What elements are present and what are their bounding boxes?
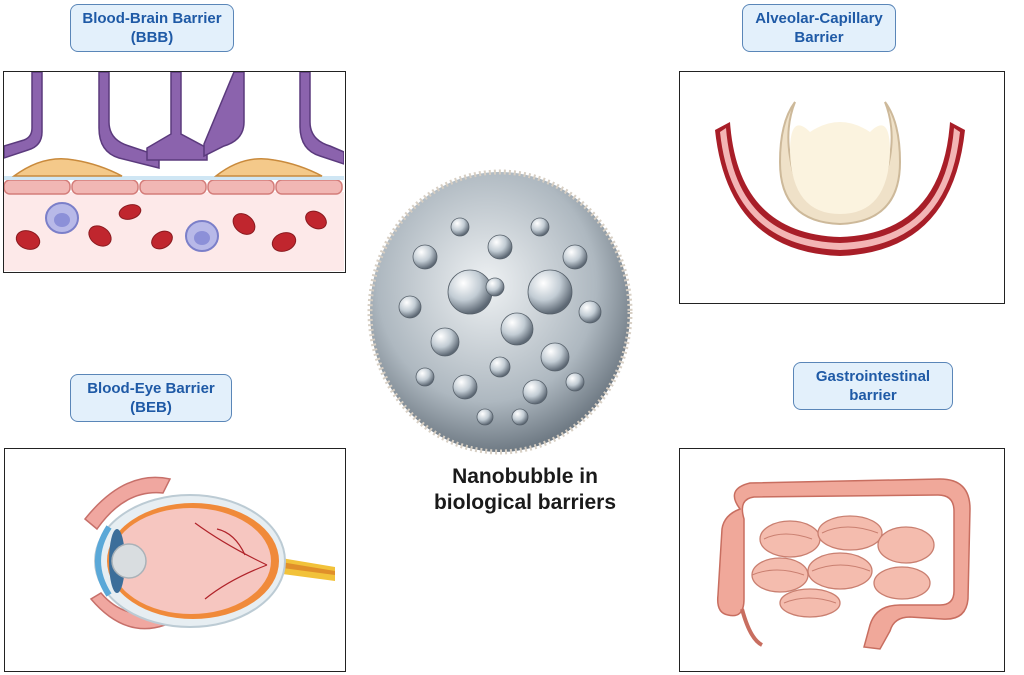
cornea [95, 525, 112, 597]
nanobubble-sphere [367, 169, 633, 455]
inner-bubble [485, 277, 505, 297]
inner-bubble [415, 367, 435, 387]
small-intestine [751, 515, 935, 618]
label-alveolar-capillary-barrier: Alveolar-Capillary Barrier [742, 4, 896, 52]
lens [111, 543, 147, 579]
inner-bubble [430, 327, 460, 357]
inner-bubble [452, 374, 478, 400]
panel-blood-eye-barrier [4, 448, 346, 672]
inner-bubble [511, 408, 529, 426]
bbb-illustration [4, 72, 344, 271]
label-blood-eye-barrier: Blood-Eye Barrier (BEB) [70, 374, 232, 422]
inner-bubble [522, 379, 548, 405]
label-blood-brain-barrier: Blood-Brain Barrier (BBB) [70, 4, 234, 52]
capillary-wall-outer [715, 122, 965, 256]
inner-bubble [447, 269, 493, 315]
label-beb-line2: (BEB) [130, 399, 172, 416]
center-caption-line1: Nanobubble in [452, 465, 598, 488]
center-caption-line2: biological barriers [433, 491, 617, 514]
appendix [740, 608, 764, 647]
intestine-illustration [716, 478, 971, 650]
panel-blood-brain-barrier [3, 71, 346, 273]
inner-bubble [565, 372, 585, 392]
inner-bubble [530, 217, 550, 237]
inner-bubble [398, 295, 422, 319]
inner-bubble [412, 244, 438, 270]
inner-bubble [578, 300, 602, 324]
inner-bubble [476, 408, 494, 426]
inner-bubble [562, 244, 588, 270]
panel-gastrointestinal-barrier [679, 448, 1005, 672]
blood-vessels [194, 522, 268, 600]
label-gi-line2: barrier [849, 387, 897, 404]
inner-bubble [450, 217, 470, 237]
large-intestine [716, 478, 971, 650]
inner-bubble [500, 312, 534, 346]
label-bbb-line1: Blood-Brain Barrier [82, 10, 222, 27]
vitreous [111, 508, 271, 614]
pericytes [11, 157, 323, 177]
label-beb-line1: Blood-Eye Barrier [87, 380, 215, 397]
label-acb-line2: Barrier [794, 29, 844, 46]
alveolar-illustration [715, 101, 965, 256]
panel-alveolar-capillary-barrier [679, 71, 1005, 304]
inner-bubble [489, 356, 511, 378]
upper-eyelid [83, 476, 172, 531]
endothelial-cells [4, 179, 343, 195]
label-acb-line1: Alveolar-Capillary [755, 10, 883, 27]
red-blood-cells [15, 204, 327, 252]
label-gi-line1: Gastrointestinal [815, 368, 931, 385]
inner-bubble [540, 342, 570, 372]
eye-illustration [83, 476, 335, 630]
nanobubble-body [367, 169, 633, 455]
inner-bubble [487, 234, 513, 260]
label-gastrointestinal-barrier: Gastrointestinal barrier [793, 362, 953, 410]
astrocyte-end-feet [4, 72, 344, 169]
inner-bubble [527, 269, 573, 315]
center-caption: Nanobubble in biological barriers [420, 464, 630, 516]
nanobubble-inner-bubbles [398, 217, 602, 426]
label-bbb-line2: (BBB) [130, 29, 174, 46]
